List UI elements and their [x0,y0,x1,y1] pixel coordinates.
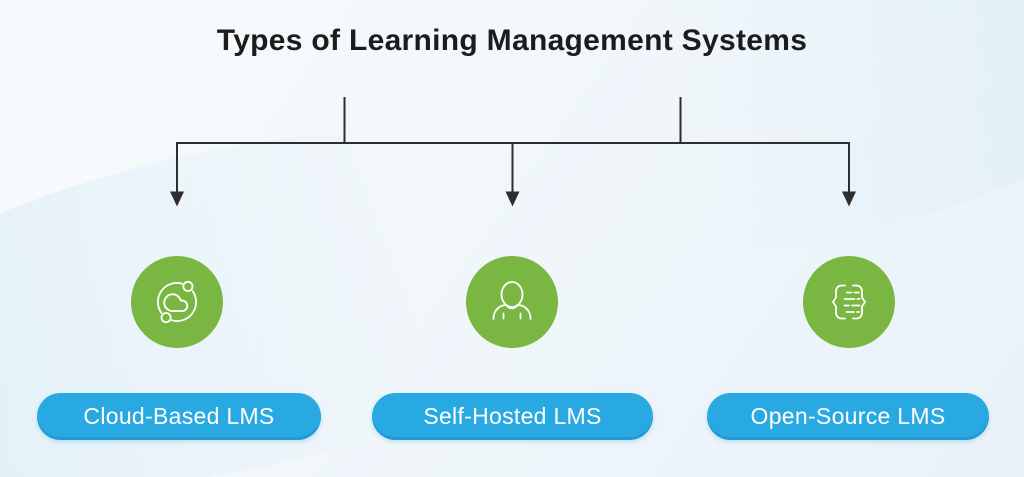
arrow-down-icon [170,191,184,207]
node-circle-self-hosted [466,256,558,348]
arrow-down-icon [842,191,856,207]
node-circle-cloud-based [131,256,223,348]
label-pill-self-hosted-lms: Self-Hosted LMS [372,393,653,440]
cloud-sync-icon [157,280,197,324]
pill-label: Cloud-Based LMS [83,403,275,429]
pill-label: Self-Hosted LMS [423,403,602,429]
pill-label: Open-Source LMS [750,403,946,429]
label-pill-cloud-based-lms: Cloud-Based LMS [37,393,321,440]
user-icon [492,281,532,320]
page-title: Types of Learning Management Systems [216,24,808,57]
label-pill-open-source-lms: Open-Source LMS [707,393,989,440]
arrow-down-icon [505,191,520,207]
code-braces-icon [832,284,866,320]
node-circle-open-source [803,256,895,348]
